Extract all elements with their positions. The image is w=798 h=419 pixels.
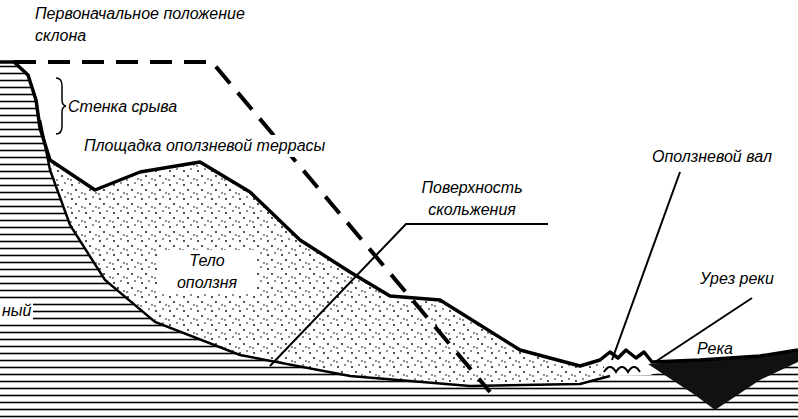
leader-line xyxy=(270,224,548,366)
waterline-label: Урез реки xyxy=(698,268,776,290)
river-label: Река xyxy=(697,338,733,360)
sliding-surface-label: Поверхность скольжения xyxy=(402,177,542,221)
ground-surface xyxy=(0,62,798,366)
bedrock-label: ный xyxy=(0,300,33,322)
bedrock-hatching xyxy=(0,62,798,419)
scarp-label: Стенка срыва xyxy=(66,96,179,118)
leader-line xyxy=(612,172,680,360)
sliding-surface xyxy=(40,120,610,386)
landslide-bank xyxy=(604,367,640,372)
landslide-body-label: Тело оползня xyxy=(158,250,256,294)
leader-line xyxy=(655,298,752,362)
original-slope xyxy=(14,62,490,392)
landslide-bank-label: Оползневой вал xyxy=(650,146,774,168)
original-slope-label: Первоначальное положение склона xyxy=(35,3,285,47)
terrace-label: Площадка оползневой террасы xyxy=(82,135,327,157)
